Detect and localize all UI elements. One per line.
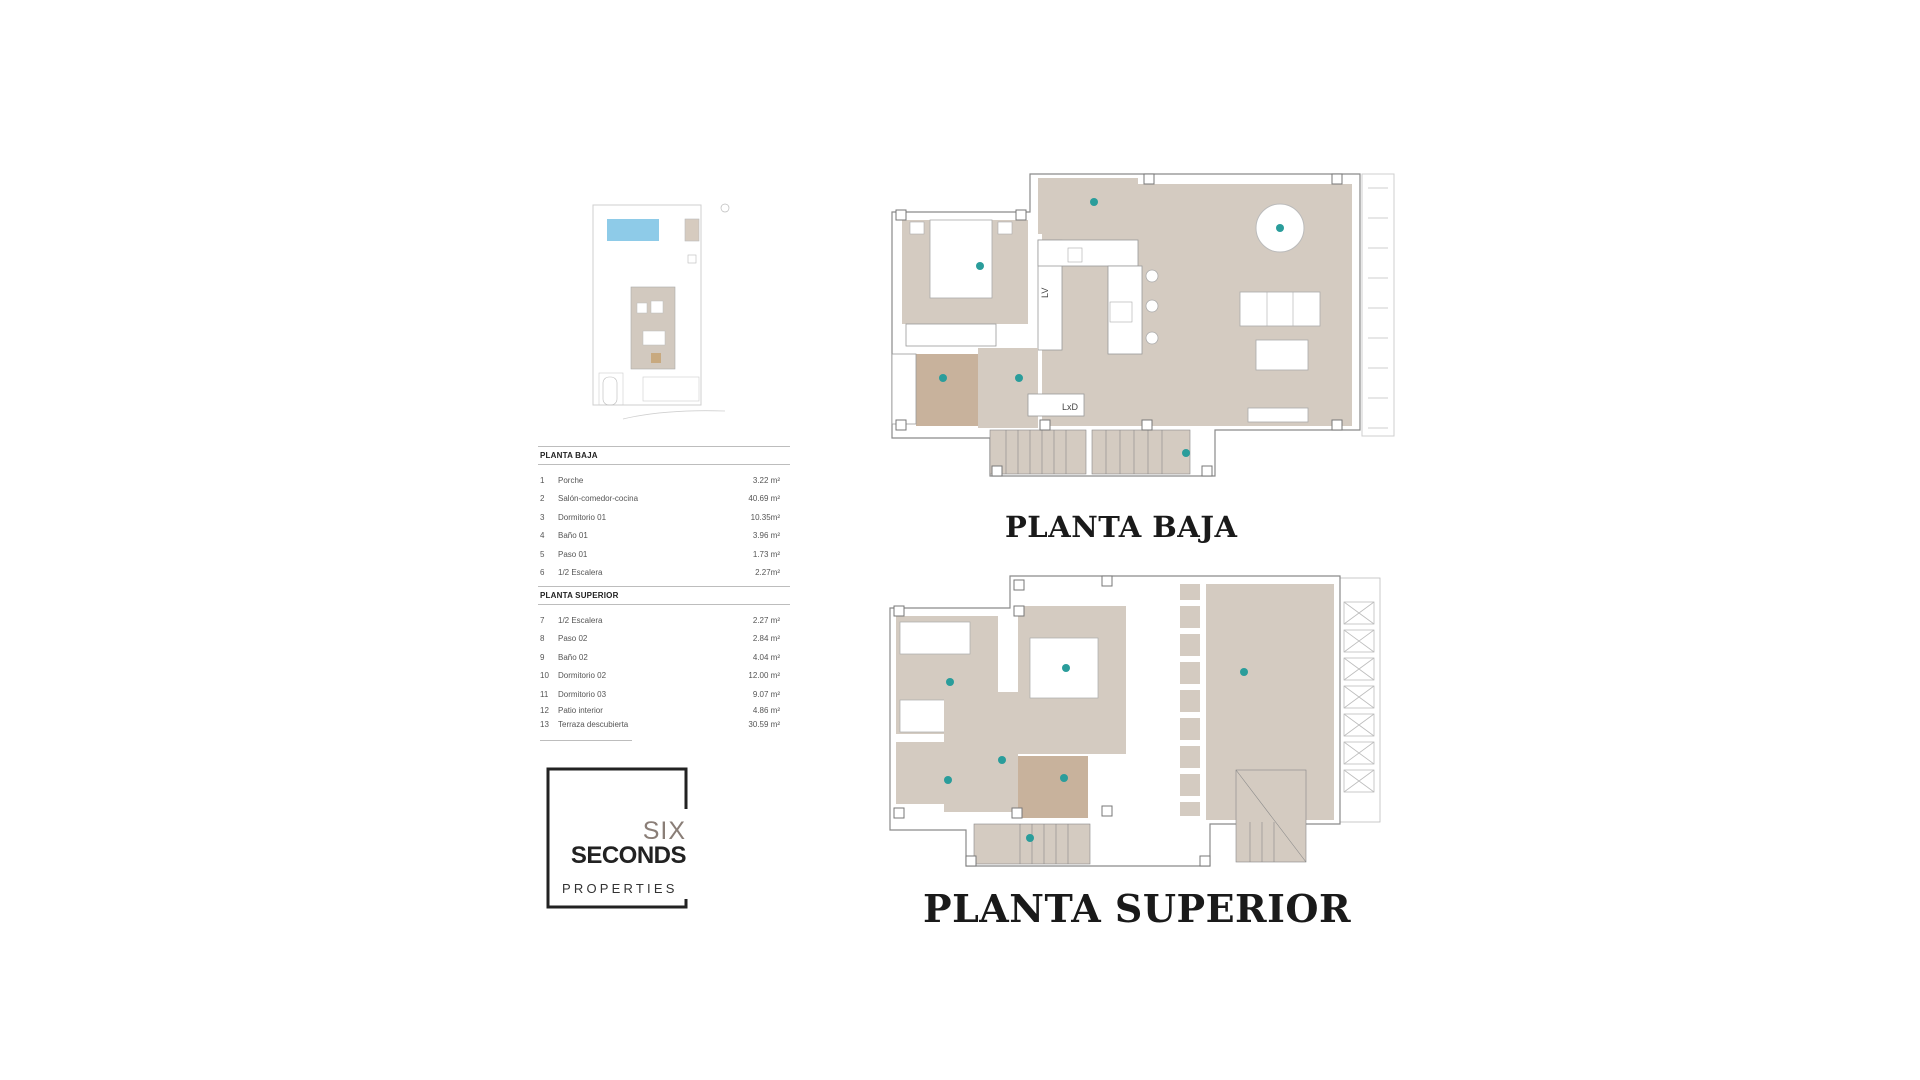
logo-properties: PROPERTIES	[562, 881, 678, 896]
section-title-planta-baja: PLANTA BAJA	[538, 446, 790, 465]
room-area: 30.59 m²	[748, 720, 780, 729]
room-number: 6	[540, 568, 545, 578]
table-row: 3 Dormitorio 01 10.35m²	[538, 508, 790, 527]
room-area: 3.96 m²	[752, 531, 780, 541]
room-area: 2.84 m²	[752, 634, 780, 644]
sofa-icon	[1239, 291, 1321, 327]
room-marker-5	[1015, 374, 1023, 382]
plan-title-planta-superior: PLANTA SUPERIOR	[923, 886, 1352, 931]
six-seconds-logo: SIX SECONDS PROPERTIES	[546, 767, 689, 909]
room-area: 12.00 m²	[748, 671, 780, 681]
stairs-icon	[989, 429, 1191, 475]
room-number: 8	[540, 634, 545, 644]
room-area: 4.04 m²	[752, 652, 780, 662]
laundry-label: LxD	[1062, 402, 1079, 412]
room-area: 4.86 m²	[752, 706, 780, 715]
room-number: 13	[540, 720, 549, 729]
site-plan-thumbnail	[585, 195, 735, 425]
stairs-icon	[973, 769, 1307, 865]
room-name: Baño 01	[558, 531, 588, 541]
table-divider	[540, 739, 632, 741]
room-name: Porche	[558, 475, 584, 485]
room-marker-7	[1026, 834, 1034, 842]
room-name: Patio interior	[558, 706, 603, 715]
room-area-table: PLANTA BAJA 1 Porche 3.22 m² 2 Salón-comedo…	[538, 446, 790, 741]
room-name: Terraza descubierta	[558, 720, 629, 729]
room-area: 40.69 m²	[748, 494, 780, 504]
table-row: 6 1/2 Escalera 2.27m²	[538, 564, 790, 583]
pool-icon	[607, 219, 659, 241]
room-number: 2	[540, 494, 545, 504]
table-row: 4 Baño 01 3.96 m²	[538, 527, 790, 546]
room-name: Baño 02	[558, 652, 588, 662]
table-row: 11 Dormitorio 03 9.07 m²	[538, 685, 790, 704]
room-marker-1	[1090, 198, 1098, 206]
room-marker-13	[1240, 668, 1248, 676]
room-number: 4	[540, 531, 545, 541]
logo-seconds: SECONDS	[570, 842, 687, 869]
room-area: 3.22 m²	[752, 475, 780, 485]
table-row: 8 Paso 02 2.84 m²	[538, 630, 790, 649]
room-number: 7	[540, 615, 545, 625]
table-row: 10 Dormitorio 02 12.00 m²	[538, 667, 790, 686]
room-marker-10	[1062, 664, 1070, 672]
bed-icon	[929, 219, 993, 299]
section-title-planta-superior: PLANTA SUPERIOR	[538, 586, 790, 605]
room-marker-9	[1060, 774, 1068, 782]
table-row: 5 Paso 01 1.73 m²	[538, 545, 790, 564]
room-name: 1/2 Escalera	[558, 568, 603, 578]
room-bano-02	[1018, 756, 1088, 818]
room-number: 1	[540, 475, 545, 485]
room-number: 10	[540, 671, 549, 681]
room-bano-01	[916, 354, 978, 426]
north-arrow-icon	[720, 203, 730, 213]
room-area: 10.35m²	[750, 512, 780, 522]
room-area: 1.73 m²	[752, 549, 780, 559]
table-row: 9 Baño 02 4.04 m²	[538, 648, 790, 667]
floor-plan-planta-baja: LV LxD	[880, 168, 1415, 488]
table-row: 1 Porche 3.22 m²	[538, 471, 790, 490]
plan-title-planta-baja: PLANTA BAJA	[1005, 510, 1238, 544]
room-name: Dormitorio 02	[558, 671, 607, 681]
room-number: 3	[540, 512, 545, 522]
room-porche	[1038, 178, 1138, 234]
room-name: Dormitorio 01	[558, 512, 607, 522]
room-name: Paso 02	[558, 634, 588, 644]
room-marker-6	[1182, 449, 1190, 457]
room-number: 11	[540, 689, 549, 699]
room-number: 12	[540, 706, 549, 715]
room-name: Dormitorio 03	[558, 689, 607, 699]
washer-label: LV	[1040, 288, 1050, 298]
room-number: 9	[540, 652, 545, 662]
room-area: 9.07 m²	[752, 689, 780, 699]
table-row: 12 Patio interior 4.86 m²	[538, 704, 790, 718]
room-marker-12	[944, 776, 952, 784]
rooms-planta-superior: 7 1/2 Escalera 2.27 m² 8 Paso 02 2.84 m² 9 Ba…	[538, 605, 790, 736]
room-marker-11	[946, 678, 954, 686]
room-marker-3	[976, 262, 984, 270]
room-name: Salón-comedor-cocina	[558, 494, 639, 504]
room-name: 1/2 Escalera	[558, 615, 603, 625]
room-area: 2.27m²	[755, 568, 780, 578]
room-area: 2.27 m²	[752, 615, 780, 625]
room-marker-4	[939, 374, 947, 382]
table-row: 13 Terraza descubierta 30.59 m²	[538, 718, 790, 732]
room-number: 5	[540, 549, 545, 559]
table-row: 2 Salón-comedor-cocina 40.69 m²	[538, 490, 790, 509]
table-row: 7 1/2 Escalera 2.27 m²	[538, 611, 790, 630]
rooms-planta-baja: 1 Porche 3.22 m² 2 Salón-comedor-cocina 40.6…	[538, 465, 790, 586]
logo-six: SIX	[642, 817, 686, 845]
room-marker-2	[1276, 224, 1284, 232]
room-marker-8	[998, 756, 1006, 764]
room-name: Paso 01	[558, 549, 588, 559]
floor-plan-planta-superior	[880, 572, 1390, 872]
